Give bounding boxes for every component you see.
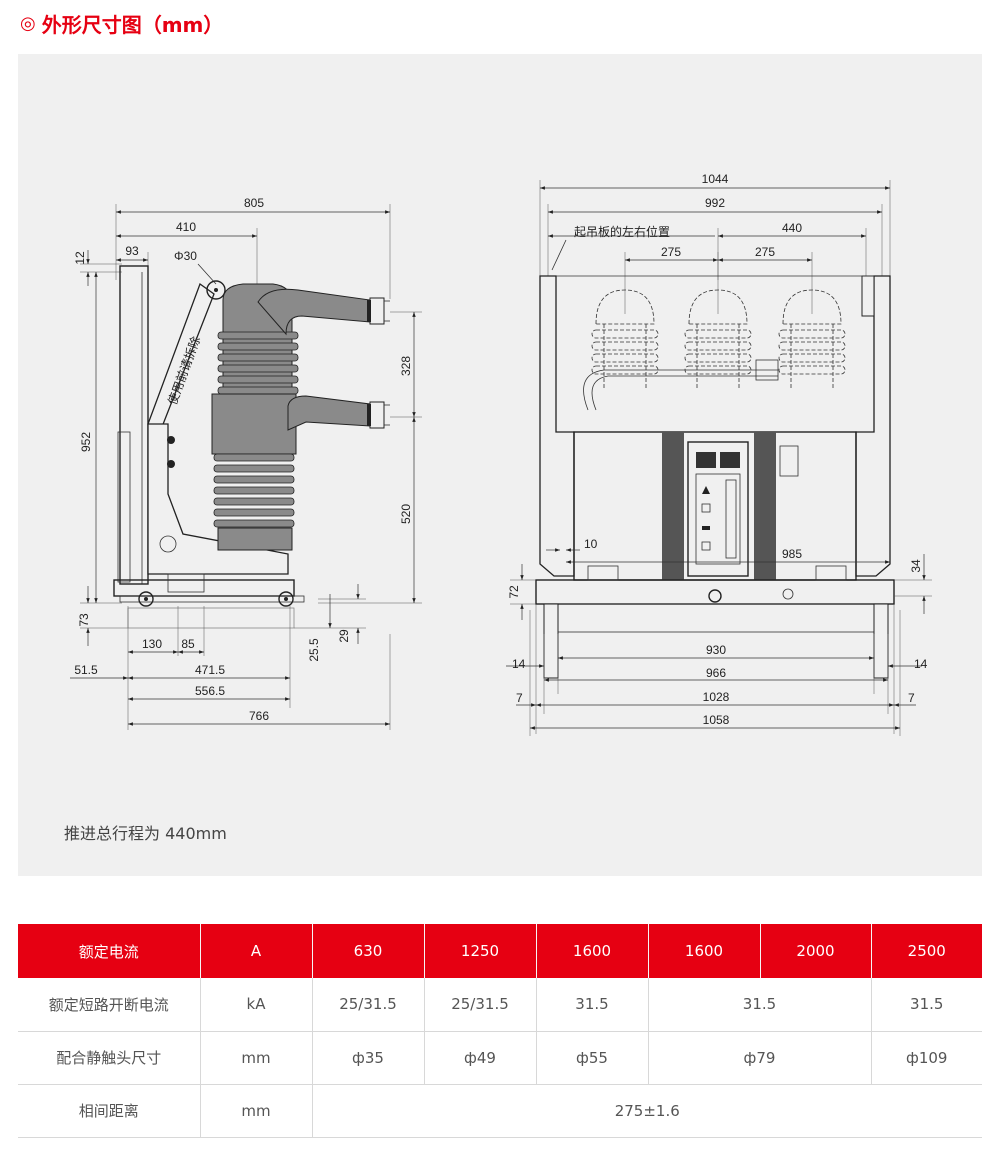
dim-1058: 1058	[703, 713, 730, 727]
table-row: 额定短路开断电流 kA 25/31.5 25/31.5 31.5 31.5 31…	[18, 978, 982, 1032]
phi30-label: Φ30	[174, 249, 197, 263]
dim-12: 12	[73, 251, 87, 265]
cell: 31.5	[648, 978, 872, 1032]
dim-985: 985	[782, 547, 802, 561]
cell: ф55	[536, 1031, 649, 1085]
cell: 275±1.6	[312, 1084, 982, 1138]
table-header-row: 额定电流 A 630 1250 1600 1600 2000 2500	[18, 924, 982, 978]
cell: ф49	[424, 1031, 537, 1085]
dim-766: 766	[249, 709, 269, 723]
header-unit: A	[200, 924, 313, 978]
travel-note: 推进总行程为 440mm	[64, 824, 227, 843]
dim-25-5: 25.5	[307, 638, 321, 662]
spec-table: 额定电流 A 630 1250 1600 1600 2000 2500 额定短路…	[18, 924, 982, 1138]
dim-29: 29	[337, 629, 351, 643]
lift-plate-label: 起吊板的左右位置	[574, 224, 670, 239]
header-1600b: 1600	[648, 924, 761, 978]
pole-right	[778, 289, 846, 390]
header-2500: 2500	[871, 924, 982, 978]
dim-410: 410	[176, 220, 196, 234]
dim-51-5: 51.5	[74, 663, 98, 677]
dim-34: 34	[909, 559, 923, 573]
dim-1028: 1028	[703, 690, 730, 704]
dim-93: 93	[125, 244, 139, 258]
circle-mark-icon: ◎	[20, 13, 36, 33]
row-unit: mm	[200, 1084, 313, 1138]
dim-328: 328	[399, 356, 413, 376]
dim-1044: 1044	[702, 172, 729, 186]
dim-275-left: 275	[661, 245, 681, 259]
header-rated-current: 额定电流	[18, 924, 201, 978]
side-view: 805 410 93 Φ30 12 952	[70, 196, 422, 730]
dim-7-right: 7	[908, 691, 915, 705]
pole-middle	[684, 289, 752, 390]
dim-520: 520	[399, 504, 413, 524]
dim-992: 992	[705, 196, 725, 210]
dim-966: 966	[706, 666, 726, 680]
dimension-drawing: 805 410 93 Φ30 12 952	[70, 172, 932, 736]
dim-440: 440	[782, 221, 802, 235]
table-row: 配合静触头尺寸 mm ф35 ф49 ф55 ф79 ф109	[18, 1031, 982, 1085]
row-unit: mm	[200, 1031, 313, 1085]
cell: ф109	[871, 1031, 982, 1085]
dim-275-right: 275	[755, 245, 775, 259]
header-1600a: 1600	[536, 924, 649, 978]
row-unit: kA	[200, 978, 313, 1032]
table-row: 相间距离 mm 275±1.6	[18, 1084, 982, 1138]
header-630: 630	[312, 924, 425, 978]
dim-14-right: 14	[914, 657, 928, 671]
section-heading: ◎ 外形尺寸图（mm）	[20, 10, 224, 37]
row-label: 相间距离	[18, 1084, 201, 1138]
row-label: 配合静触头尺寸	[18, 1031, 201, 1085]
dim-14-left: 14	[512, 657, 526, 671]
cell: 31.5	[871, 978, 982, 1032]
dim-952: 952	[79, 432, 93, 452]
front-view: 1044 992 起吊板的左右位置 440 275 275	[506, 172, 932, 736]
cell: ф35	[312, 1031, 425, 1085]
dim-805: 805	[244, 196, 264, 210]
cell: 31.5	[536, 978, 649, 1032]
pole-left	[591, 289, 659, 390]
row-label: 额定短路开断电流	[18, 978, 201, 1032]
dim-10: 10	[584, 537, 598, 551]
dim-72: 72	[507, 585, 521, 599]
cell: ф79	[648, 1031, 872, 1085]
dim-130: 130	[142, 637, 162, 651]
dim-7-left: 7	[516, 691, 523, 705]
cell: 25/31.5	[424, 978, 537, 1032]
header-2000: 2000	[760, 924, 872, 978]
dim-930: 930	[706, 643, 726, 657]
section-title: 外形尺寸图（mm）	[41, 12, 224, 37]
dim-73: 73	[77, 613, 91, 627]
dim-556-5: 556.5	[195, 684, 225, 698]
drawing-panel: 805 410 93 Φ30 12 952	[18, 54, 982, 876]
header-1250: 1250	[424, 924, 537, 978]
dim-471-5: 471.5	[195, 663, 225, 677]
dim-85: 85	[181, 637, 195, 651]
cell: 25/31.5	[312, 978, 425, 1032]
